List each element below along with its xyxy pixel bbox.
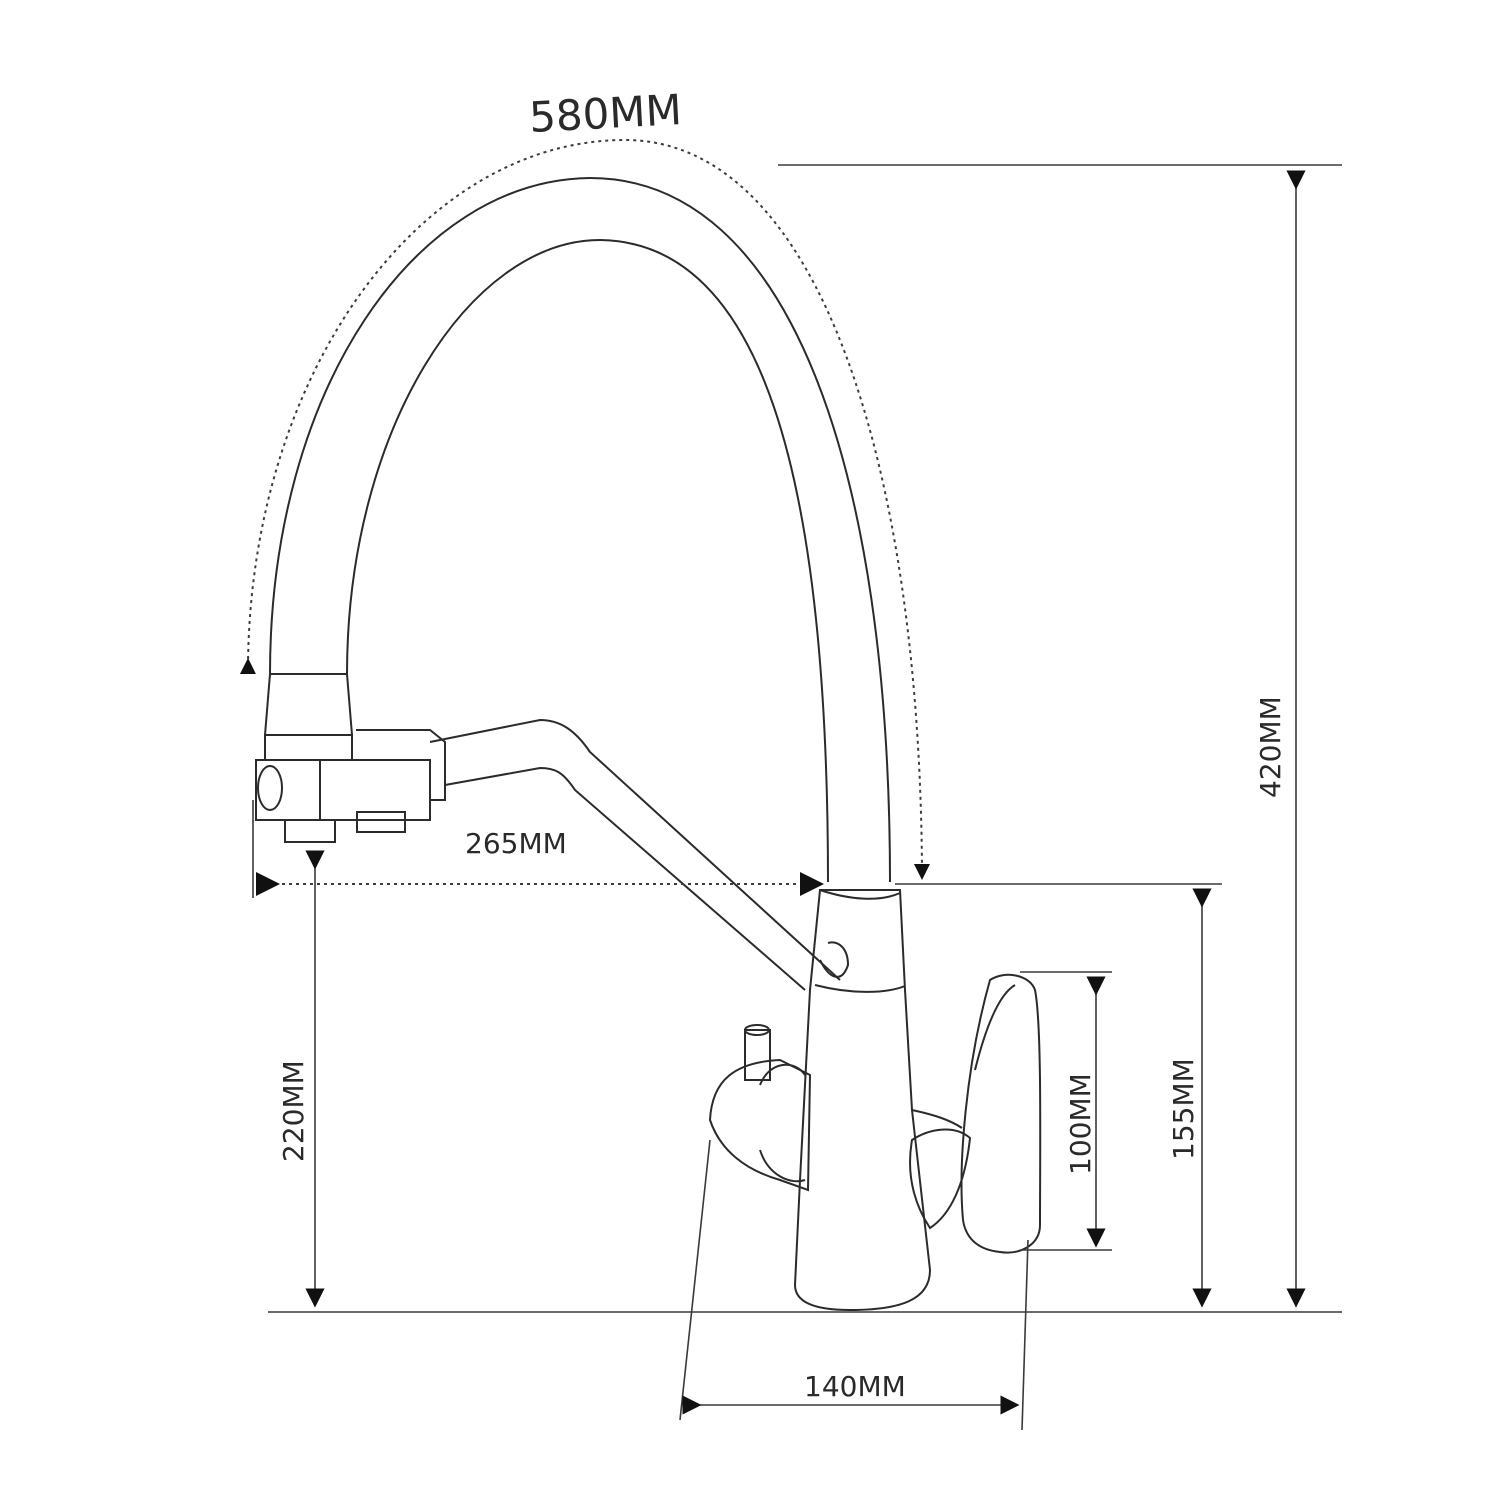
- left-valve: [708, 1024, 812, 1192]
- reference-lines: [252, 164, 1342, 1431]
- dimension-labels: 580MM 265MM 420MM 155MM 100MM 220MM 140M…: [277, 85, 1287, 1403]
- right-handle: [909, 973, 1042, 1254]
- dimension-lines: [239, 138, 1306, 1415]
- spout-height-label: 220MM: [277, 1060, 310, 1162]
- base-width-label: 140MM: [804, 1370, 906, 1403]
- arc-length-dimension-line: [239, 138, 930, 880]
- spout-reach-label: 265MM: [465, 827, 567, 860]
- arc-length-label: 580MM: [528, 85, 683, 142]
- faucet-body: [793, 889, 932, 1312]
- total-height-label: 420MM: [1254, 696, 1287, 798]
- body-height-label: 155MM: [1167, 1058, 1200, 1160]
- handle-height-label: 100MM: [1064, 1073, 1097, 1175]
- flexible-spout: [269, 176, 891, 883]
